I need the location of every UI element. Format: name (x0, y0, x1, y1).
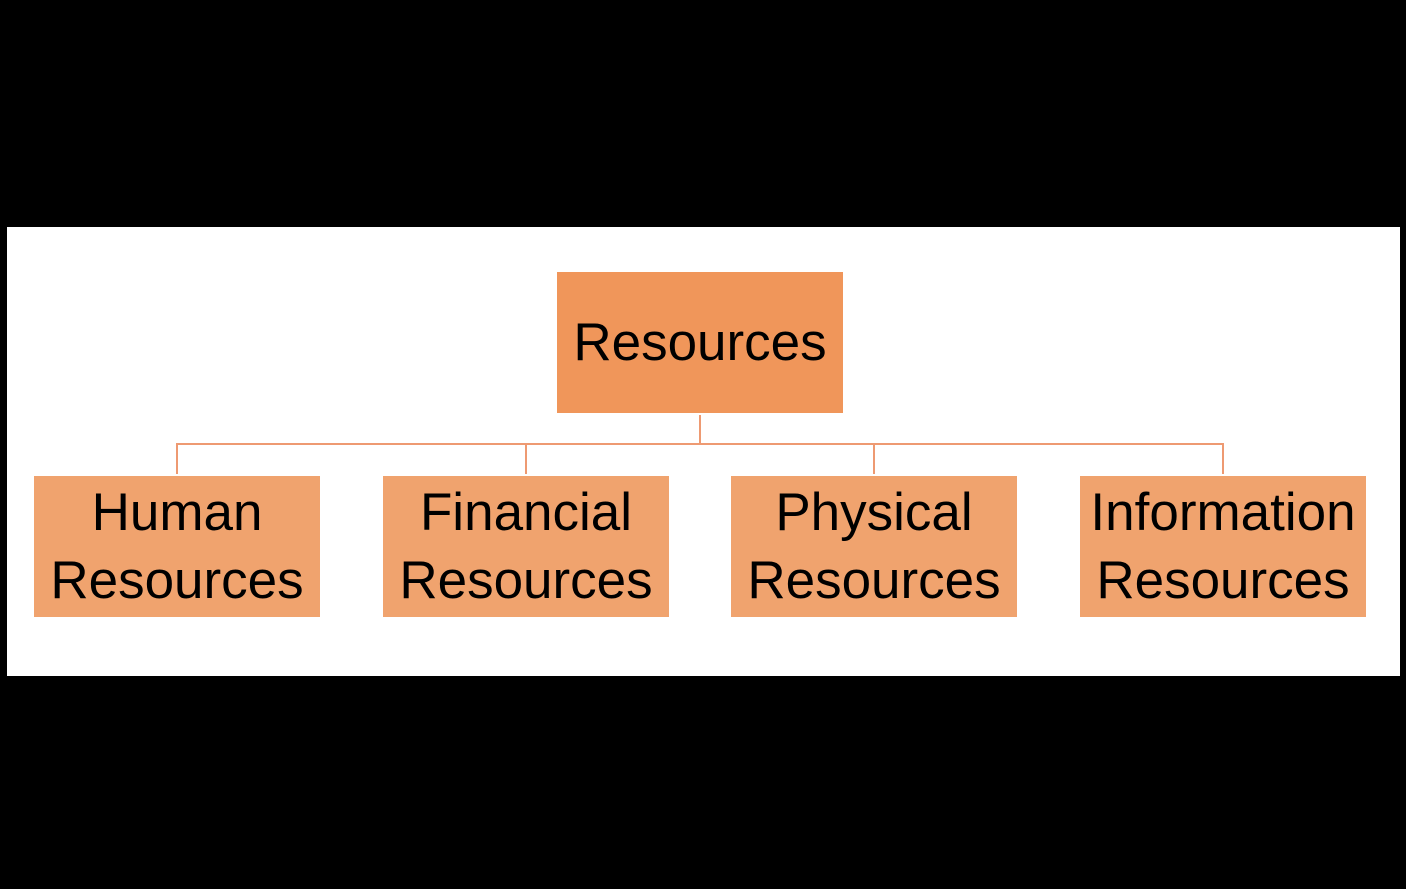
child-node-label-line1: Human (91, 482, 263, 542)
root-node-resources: Resources (557, 272, 843, 413)
child-node-label-line1: Information (1090, 482, 1356, 542)
child-node-financial-resources: Financial Resources (383, 476, 669, 617)
child-node-label-line2: Resources (747, 550, 1001, 610)
child-node-label-line2: Resources (50, 550, 304, 610)
root-node-label: Resources (573, 313, 827, 372)
child-node-label-line1: Physical (775, 482, 973, 542)
child-node-information-resources: Information Resources (1080, 476, 1366, 617)
child-node-human-resources: Human Resources (34, 476, 320, 617)
child-node-physical-resources: Physical Resources (731, 476, 1017, 617)
child-node-label-line2: Resources (1096, 550, 1350, 610)
child-node-label-line1: Financial (419, 482, 633, 542)
child-node-label-line2: Resources (399, 550, 653, 610)
